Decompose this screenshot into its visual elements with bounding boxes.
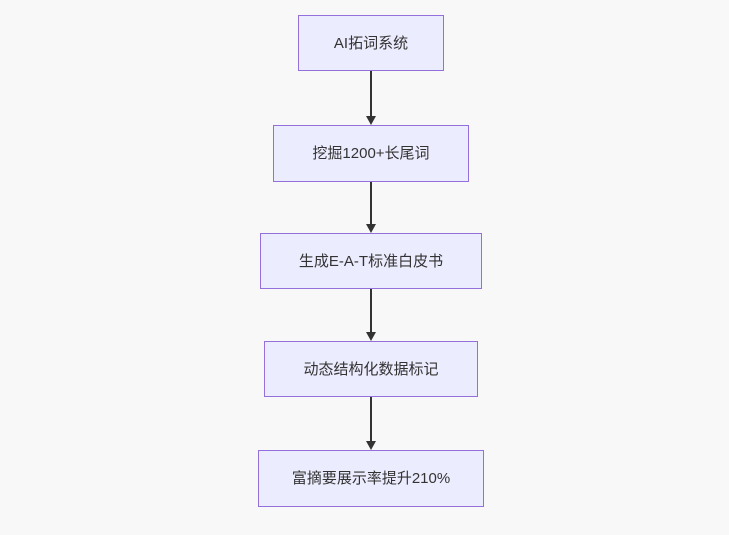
- flow-arrow-d-e: [364, 397, 378, 450]
- arrowhead-down-icon: [366, 332, 376, 341]
- node-label: AI拓词系统: [333, 34, 409, 52]
- flowchart-node-c: 生成E-A-T标准白皮书: [260, 233, 482, 289]
- arrowhead-down-icon: [366, 441, 376, 450]
- arrow-line: [370, 71, 372, 116]
- node-label: 富摘要展示率提升210%: [291, 470, 451, 487]
- flowchart-node-a: AI拓词系统: [298, 15, 444, 71]
- flowchart-node-d: 动态结构化数据标记: [264, 341, 478, 397]
- node-label: 生成E-A-T标准白皮书: [298, 252, 444, 270]
- arrow-line: [370, 397, 372, 441]
- flow-arrow-c-d: [364, 289, 378, 341]
- arrowhead-down-icon: [366, 116, 376, 125]
- arrow-line: [370, 289, 372, 332]
- flow-arrow-a-b: [364, 71, 378, 125]
- arrow-line: [370, 182, 372, 224]
- node-label: 动态结构化数据标记: [303, 360, 439, 378]
- flow-arrow-b-c: [364, 182, 378, 233]
- flowchart-node-e: 富摘要展示率提升210%: [258, 450, 484, 507]
- arrowhead-down-icon: [366, 224, 376, 233]
- flowchart-node-b: 挖掘1200+长尾词: [273, 125, 469, 182]
- node-label: 挖掘1200+长尾词: [312, 145, 430, 162]
